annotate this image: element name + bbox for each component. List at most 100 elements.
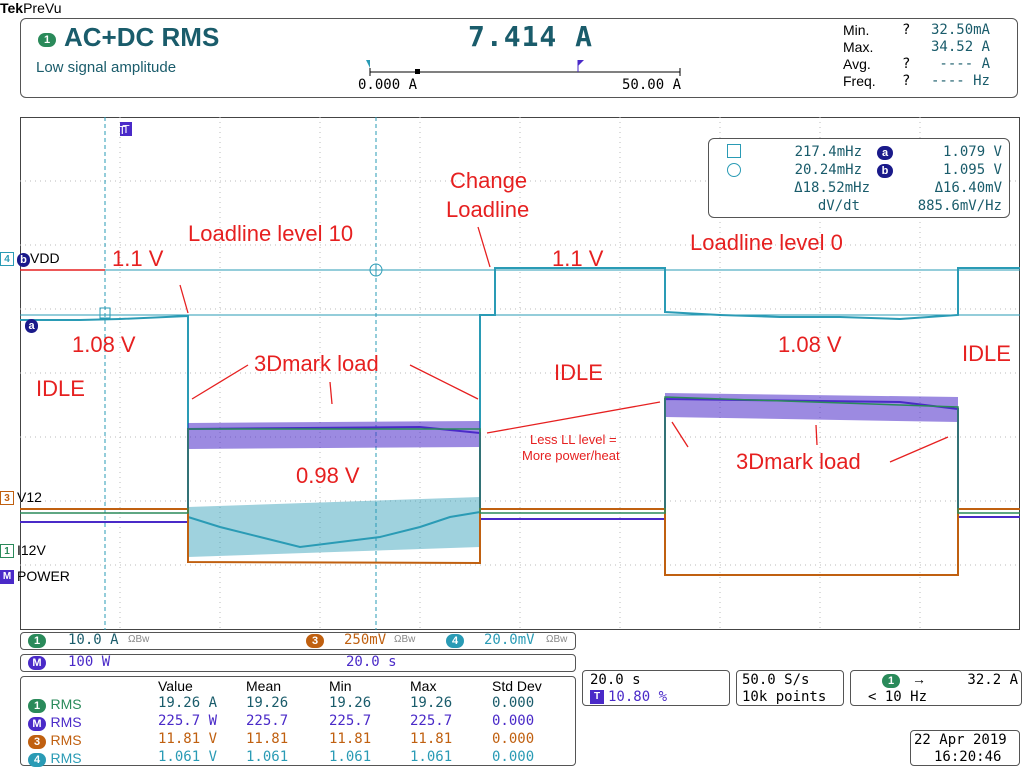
- channel-scale-bar[interactable]: [20, 632, 576, 650]
- channel-1-badge: 1: [38, 33, 56, 47]
- table-cell: 0.000: [492, 695, 535, 711]
- annotation-idle-mid: IDLE: [554, 360, 603, 385]
- annotation-3dmark-right: 3Dmark load: [736, 449, 861, 474]
- cursor-readout-box[interactable]: [708, 138, 1010, 218]
- annotation-loadline: Loadline: [446, 197, 530, 222]
- table-cell: 1.061 V: [158, 749, 218, 765]
- table-header-min: Min: [329, 678, 352, 694]
- table-cell: 225.7: [410, 713, 453, 729]
- scale-ch4-badge: 4: [446, 634, 464, 648]
- acquisition-box[interactable]: [736, 670, 844, 706]
- table-row: M RMS: [28, 714, 82, 732]
- cursor-b-badge: b: [877, 164, 893, 178]
- scale-ch3-badge: 3: [306, 634, 324, 648]
- trigger-pos-badge: T: [590, 690, 604, 704]
- table-cell: 11.81: [410, 731, 453, 747]
- stat-max-label: Max.: [843, 39, 874, 55]
- trigger-position: 10.80 %: [608, 689, 668, 705]
- cursor-square-icon: [727, 144, 741, 158]
- scale-ch1-bw-icon: ΩBᴡ: [128, 634, 150, 645]
- record-length: 10k points: [742, 689, 827, 705]
- measurement-table[interactable]: [20, 676, 576, 766]
- annotation-idle-left: IDLE: [36, 376, 85, 401]
- cursor-a-badge: a: [877, 146, 893, 160]
- waveform-svg: T: [20, 117, 1020, 630]
- annotation-loadline-0: Loadline level 0: [690, 230, 843, 255]
- brand-label: TekPreVu: [0, 0, 62, 16]
- table-cell: 11.81: [246, 731, 289, 747]
- annotation-less-ll: Less LL level =: [530, 432, 617, 447]
- datetime-box: [910, 730, 1020, 766]
- scale-ch1: 10.0 A: [68, 632, 119, 648]
- scale-ch3-bw-icon: ΩBᴡ: [394, 634, 416, 645]
- cursor-row2-left: 20.24mHz: [794, 162, 862, 178]
- scale-timebase: 20.0 s: [346, 654, 397, 670]
- scale-ch3: 250mV: [344, 632, 387, 648]
- cursor-row1-left: 217.4mHz: [794, 144, 862, 160]
- measurement-scale: [366, 60, 681, 76]
- trigger-text: T: [122, 123, 130, 136]
- annotation-idle-right: IDLE: [962, 341, 1011, 366]
- measurement-title: AC+DC RMS: [64, 22, 220, 52]
- trigger-settings-box[interactable]: [850, 670, 1022, 706]
- table-header-stddev: Std Dev: [492, 678, 542, 694]
- trigger-frequency: < 10 Hz: [868, 689, 928, 705]
- table-cell: 19.26: [329, 695, 372, 711]
- table-header-max: Max: [410, 678, 437, 694]
- sample-rate: 50.0 S/s: [742, 672, 810, 688]
- trigger-slope-icon: →: [912, 671, 926, 687]
- annotation-change: Change: [450, 168, 528, 193]
- table-cell: 19.26: [246, 695, 289, 711]
- scale-math: 100 W: [68, 654, 111, 670]
- table-row: 4 RMS: [28, 750, 82, 768]
- stat-min-q: ?: [902, 22, 911, 38]
- stat-avg-value: ---- A: [939, 56, 990, 72]
- table-cell: 19.26: [410, 695, 453, 711]
- math-scale-bar[interactable]: [20, 654, 576, 672]
- stat-freq-value: ---- Hz: [930, 73, 990, 89]
- trigger-source-badge: 1: [882, 674, 900, 688]
- annotation-3dmark-left: 3Dmark load: [254, 351, 379, 376]
- annotation-1v08-right: 1.08 V: [778, 332, 842, 357]
- trigger-level: 32.2 A: [967, 672, 1018, 688]
- annotation-more-power: More power/heat: [522, 448, 620, 463]
- cursor-row2-right: 1.095 V: [942, 162, 1002, 178]
- stat-freq-label: Freq.: [843, 73, 876, 89]
- scale-right-label: 50.00 A: [622, 77, 682, 93]
- scale-ch1-badge: 1: [28, 634, 46, 648]
- table-cell: 19.26 A: [158, 695, 218, 711]
- table-cell: 225.7 W: [158, 713, 218, 729]
- cursor-circle-icon: [727, 163, 741, 177]
- table-cell: 0.000: [492, 713, 535, 729]
- horizontal-settings-box[interactable]: [582, 670, 730, 706]
- table-cell: 1.061: [246, 749, 289, 765]
- scale-left-label: 0.000 A: [358, 77, 418, 93]
- stat-min-value: 32.50mA: [930, 22, 990, 38]
- table-header-mean: Mean: [246, 678, 282, 694]
- table-cell: 0.000: [492, 731, 535, 747]
- table-cell: 1.061: [329, 749, 372, 765]
- stat-avg-label: Avg.: [843, 56, 871, 72]
- table-cell: 225.7: [246, 713, 289, 729]
- cursor-row1-right: 1.079 V: [942, 144, 1002, 160]
- measurement-subtitle: Low signal amplitude: [36, 59, 177, 76]
- stat-min-label: Min.: [843, 22, 870, 38]
- table-header-value: Value: [158, 678, 193, 694]
- table-cell: 11.81: [329, 731, 372, 747]
- table-cell: 1.061: [410, 749, 453, 765]
- time-label: 16:20:46: [934, 749, 1002, 765]
- table-cell: 11.81 V: [158, 731, 218, 747]
- cursor-row4-right: 885.6mV/Hz: [917, 198, 1002, 214]
- cursor-row4-left: dV/dt: [817, 198, 860, 214]
- stat-freq-q: ?: [902, 73, 911, 89]
- table-cell: 0.000: [492, 749, 535, 765]
- annotation-loadline-10: Loadline level 10: [188, 221, 354, 246]
- annotation-0v98: 0.98 V: [296, 463, 360, 488]
- measurement-panel[interactable]: [20, 18, 1018, 98]
- table-row: 3 RMS: [28, 732, 82, 750]
- cursor-a-label: a: [25, 316, 38, 333]
